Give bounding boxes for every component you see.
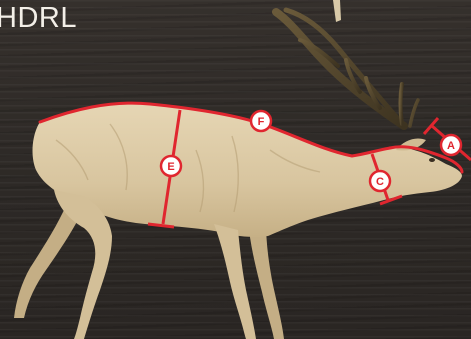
svg-text:E: E bbox=[167, 161, 174, 173]
svg-text:A: A bbox=[447, 140, 455, 152]
top-antler-tip bbox=[333, 0, 341, 22]
near-front-leg bbox=[214, 224, 256, 339]
marker-f: F bbox=[251, 111, 271, 131]
snout-measure-tick bbox=[424, 118, 438, 134]
svg-text:F: F bbox=[258, 116, 265, 128]
deer-eye bbox=[429, 158, 435, 162]
marker-c: C bbox=[370, 171, 390, 191]
marker-e: E bbox=[161, 156, 181, 176]
svg-text:C: C bbox=[376, 176, 384, 188]
antlers bbox=[276, 10, 418, 126]
marker-a: A bbox=[441, 135, 461, 155]
